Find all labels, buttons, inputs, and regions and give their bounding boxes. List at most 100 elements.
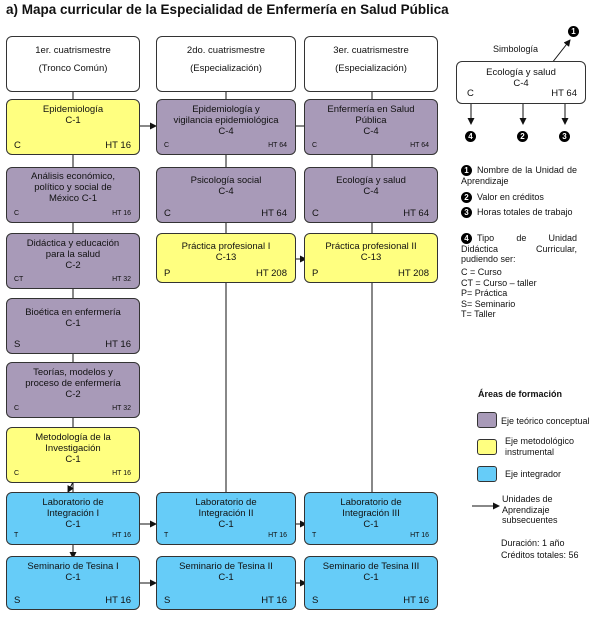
- course-type: P: [312, 268, 319, 279]
- sym-hours: HT 64: [551, 88, 577, 99]
- course-hours: HT 16: [112, 210, 131, 217]
- course-name: Seminario de Tesina II: [179, 561, 273, 572]
- course-hours: HT 16: [410, 532, 429, 539]
- course-type: C: [14, 405, 20, 412]
- course-credits: C-13: [215, 252, 237, 263]
- sym-type: C: [467, 88, 474, 99]
- course-name: Investigación: [45, 443, 101, 454]
- course-name: Enfermería en Salud: [327, 104, 415, 115]
- course-name: Bioética en enfermería: [25, 307, 121, 318]
- creditos-totales: Créditos totales: 56: [501, 550, 579, 560]
- course-hours: HT 64: [261, 208, 287, 219]
- header-cuatrimestre-1: 1er. cuatrismestre (Tronco Común): [6, 36, 140, 92]
- legend-item-2: Valor en créditos: [477, 192, 544, 202]
- type-item: C = Curso: [461, 267, 502, 277]
- legend-badge-4: 4: [461, 233, 472, 244]
- course-hours: HT 16: [268, 532, 287, 539]
- course-type: C: [164, 142, 170, 149]
- type-item: S= Seminario: [461, 298, 516, 309]
- course-hours: HT 32: [112, 405, 131, 412]
- course-hours: HT 16: [261, 595, 287, 606]
- course-type: C: [312, 142, 318, 149]
- course-type: C: [312, 208, 319, 219]
- badge-2: 2: [517, 131, 528, 142]
- header-1-line2: (Tronco Común): [38, 63, 108, 74]
- course-hours: HT 16: [112, 532, 131, 539]
- course-type: T: [164, 532, 169, 539]
- legend-badge-1: 1: [461, 165, 472, 176]
- course-name: proceso de enfermería: [25, 378, 121, 389]
- course-type: S: [14, 339, 21, 350]
- legend-item-4: Tipo de Unidad Didáctica Curricular, pud…: [461, 233, 577, 264]
- type-item: P= Práctica: [461, 288, 508, 298]
- course-credits: C-1: [218, 572, 234, 583]
- course-credits: C-1: [65, 519, 81, 530]
- course-credits: C-1: [65, 454, 81, 465]
- swatch-integrador: [477, 466, 497, 482]
- course-name: Práctica profesional II: [325, 241, 417, 252]
- header-1-line1: 1er. cuatrismestre: [35, 45, 111, 56]
- badge-3: 3: [559, 131, 570, 142]
- course-name: Epidemiología y: [192, 104, 260, 115]
- course-hours: HT 32: [112, 276, 131, 283]
- course-name: Epidemiología: [42, 104, 104, 115]
- course-name: Integración III: [342, 508, 400, 519]
- course-name: Laboratorio de: [195, 497, 257, 508]
- course-type: T: [312, 532, 317, 539]
- area-label-integrador: Eje integrador: [505, 469, 562, 479]
- simbologia-title: Simbología: [493, 44, 539, 54]
- badge-1: 1: [568, 26, 579, 37]
- areas-title: Áreas de formación: [478, 389, 563, 399]
- course-hours: HT 64: [403, 208, 429, 219]
- course-type: S: [164, 595, 171, 606]
- course-credits: C-1: [363, 519, 379, 530]
- course-credits: C-2: [65, 389, 81, 400]
- legend-badge-3: 3: [461, 207, 472, 218]
- course-credits: C-13: [360, 252, 382, 263]
- header-2-line2: (Especialización): [190, 63, 262, 74]
- course-hours: HT 16: [105, 140, 131, 151]
- legend-item-1: Nombre de la Unidad de Aprendizaje: [461, 165, 577, 186]
- header-2-line1: 2do. cuatrismestre: [186, 45, 266, 56]
- course-credits: C-4: [363, 186, 379, 197]
- course-hours: HT 16: [105, 339, 131, 350]
- type-item: CT = Curso – taller: [461, 277, 537, 288]
- header-3-line2: (Especialización): [335, 63, 407, 74]
- course-name: Psicología social: [190, 175, 262, 186]
- duracion: Duración: 1 año: [501, 538, 565, 548]
- course-type: S: [312, 595, 319, 606]
- course-hours: HT 208: [256, 268, 287, 279]
- course-credits: C-4: [363, 126, 379, 137]
- swatch-metodologico: [477, 439, 497, 455]
- course-hours: HT 16: [112, 470, 131, 477]
- header-cuatrimestre-3: 3er. cuatrismestre (Especialización): [304, 36, 438, 92]
- course-credits: C-1: [363, 572, 379, 583]
- course-name: Ecología y salud: [336, 175, 406, 186]
- course-name: Integración I: [46, 508, 100, 519]
- course-type: S: [14, 595, 21, 606]
- badge-4: 4: [465, 131, 476, 142]
- course-hours: HT 64: [410, 142, 429, 149]
- swatch-teorico: [477, 412, 497, 428]
- course-credits: C-1: [65, 318, 81, 329]
- course-name: vigilancia epidemiológica: [173, 115, 279, 126]
- course-type: P: [164, 268, 171, 279]
- course-hours: HT 16: [403, 595, 429, 606]
- area-label-metodologico: Eje metodológico instrumental: [505, 436, 575, 457]
- course-name: Seminario de Tesina III: [322, 561, 420, 572]
- course-name: México C-1: [48, 193, 98, 204]
- course-name: para la salud: [45, 249, 101, 260]
- course-name: político y social de: [34, 182, 112, 193]
- course-credits: C-4: [218, 186, 234, 197]
- header-3-line1: 3er. cuatrismestre: [333, 45, 409, 56]
